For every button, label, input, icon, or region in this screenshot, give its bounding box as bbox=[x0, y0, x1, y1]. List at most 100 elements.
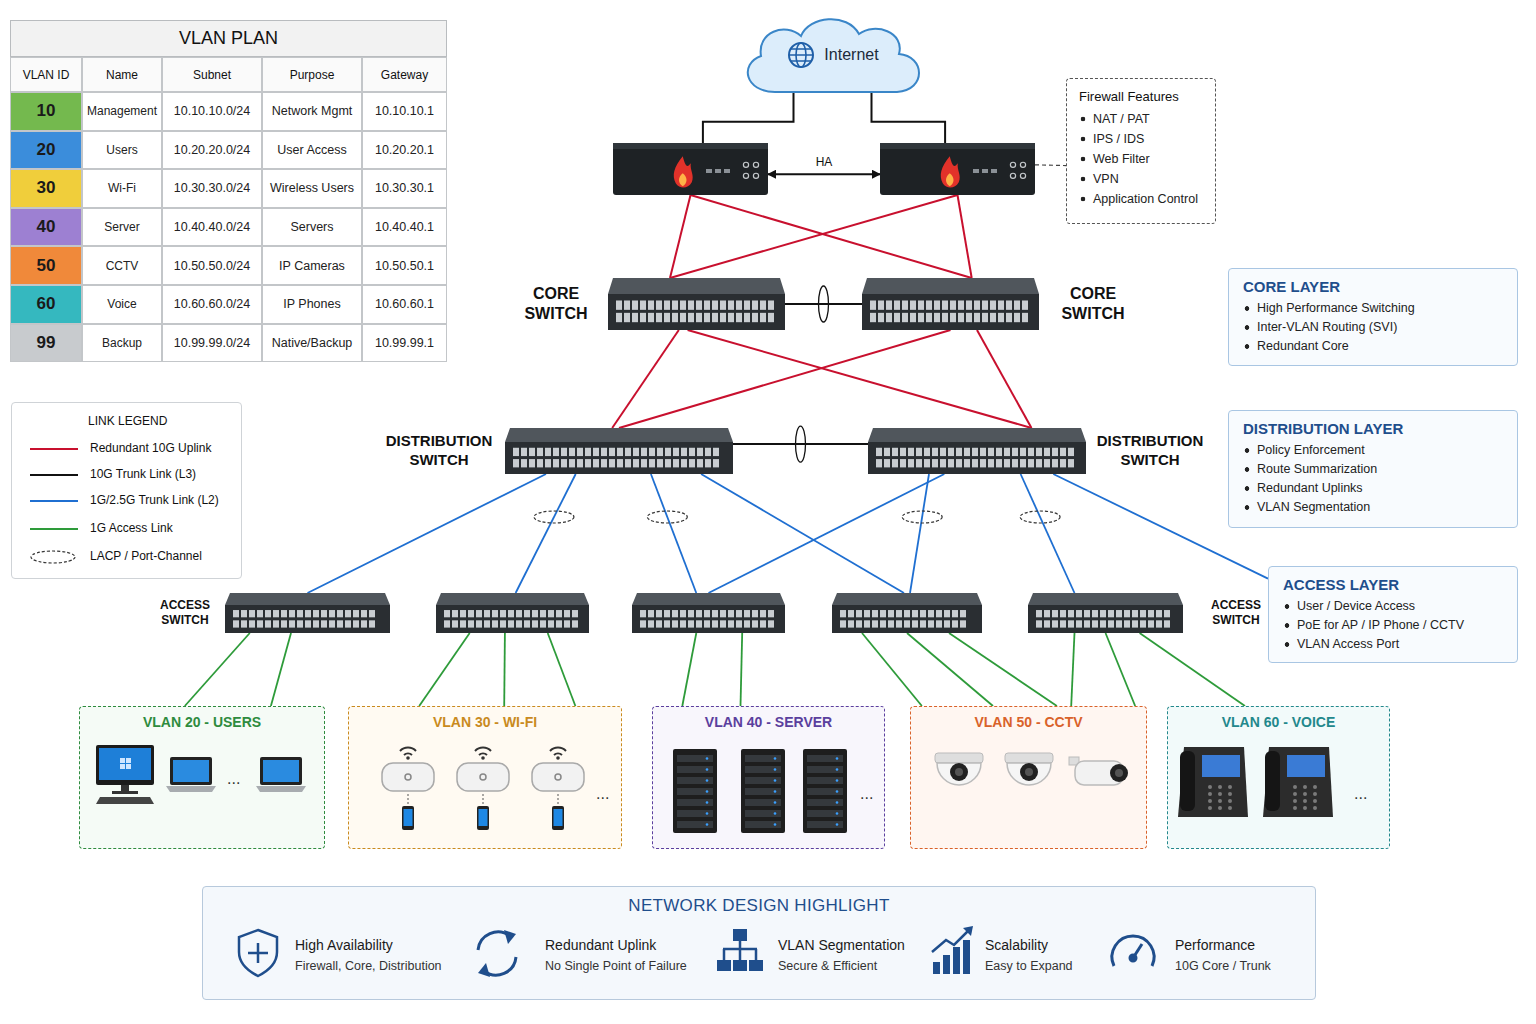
server-bay bbox=[677, 799, 713, 806]
layer-item: High Performance Switching bbox=[1243, 299, 1505, 318]
phone-key bbox=[1208, 806, 1212, 810]
firewall-led bbox=[1010, 173, 1015, 178]
switch-port bbox=[696, 620, 702, 627]
firewall-body bbox=[880, 143, 1035, 195]
switch-port bbox=[625, 448, 631, 456]
switch-port bbox=[345, 610, 351, 617]
flame-outer bbox=[674, 156, 693, 187]
switch-port bbox=[257, 620, 263, 627]
server-led bbox=[836, 768, 839, 771]
firewall-flame bbox=[941, 156, 960, 187]
table-cell: IP Phones bbox=[262, 285, 362, 324]
connector bbox=[1021, 474, 1075, 593]
switch-port bbox=[524, 610, 530, 617]
switch-port bbox=[928, 610, 934, 617]
switch-port bbox=[988, 459, 994, 467]
switch-port bbox=[540, 610, 546, 617]
firewall-led bbox=[753, 162, 758, 167]
connector bbox=[688, 330, 1032, 428]
switch-port bbox=[876, 448, 882, 456]
switch-port bbox=[752, 620, 758, 627]
phone-key bbox=[1208, 785, 1212, 789]
lacp-mark bbox=[796, 426, 806, 462]
chart-trend bbox=[932, 931, 968, 952]
table-cell: VLAN ID bbox=[10, 57, 82, 92]
switch-port bbox=[872, 620, 878, 627]
switch-port bbox=[704, 313, 710, 322]
highlight-panel: NETWORK DESIGN HIGHLIGHT bbox=[202, 886, 1316, 1000]
table-cell: Gateway bbox=[362, 57, 447, 92]
connector bbox=[185, 633, 250, 706]
firewall-case bbox=[880, 143, 1035, 195]
switch-port bbox=[545, 448, 551, 456]
switch-port bbox=[569, 448, 575, 456]
connector bbox=[548, 633, 576, 706]
switch-port bbox=[1140, 610, 1146, 617]
switch-port bbox=[532, 610, 538, 617]
table-cell: 10.50.50.1 bbox=[362, 246, 447, 285]
cloud-content: Internet bbox=[735, 40, 930, 70]
switch-port bbox=[672, 620, 678, 627]
table-cell: Backup bbox=[82, 324, 162, 363]
switch-front bbox=[868, 442, 1086, 474]
switch-port bbox=[880, 610, 886, 617]
access-point bbox=[457, 748, 509, 830]
switch-label: CORE SWITCH bbox=[1053, 284, 1133, 324]
wifi-wave bbox=[479, 753, 487, 755]
phone-key bbox=[1303, 806, 1307, 810]
switch-port bbox=[664, 300, 670, 309]
switch-port bbox=[704, 620, 710, 627]
switch-port bbox=[988, 448, 994, 456]
switch-port bbox=[1116, 620, 1122, 627]
camera-mount bbox=[1005, 753, 1053, 763]
switch-port bbox=[601, 459, 607, 467]
switch-port bbox=[680, 313, 686, 322]
monitor bbox=[96, 745, 154, 785]
switch-port bbox=[673, 448, 679, 456]
table-cell: CCTV bbox=[82, 246, 162, 285]
table-cell: Native/Backup bbox=[262, 324, 362, 363]
switch-port bbox=[720, 313, 726, 322]
switch-port bbox=[958, 313, 964, 322]
switch-port bbox=[553, 459, 559, 467]
table-cell: Users bbox=[82, 131, 162, 170]
switch-port bbox=[1022, 300, 1028, 309]
switch-port bbox=[982, 300, 988, 309]
switch-port bbox=[894, 313, 900, 322]
phone-body bbox=[552, 806, 564, 830]
table-text: 30 bbox=[37, 178, 56, 198]
phone-base bbox=[1178, 747, 1248, 817]
switch-port bbox=[1004, 459, 1010, 467]
switch-port bbox=[728, 300, 734, 309]
switch-port bbox=[940, 459, 946, 467]
switch-port bbox=[1052, 448, 1058, 456]
switch-port bbox=[305, 610, 311, 617]
switch-port bbox=[900, 448, 906, 456]
laptop-base bbox=[166, 786, 216, 792]
switch-port bbox=[233, 610, 239, 617]
switch-port bbox=[1036, 459, 1042, 467]
server-bay bbox=[677, 788, 713, 795]
table-text: IP Phones bbox=[283, 297, 340, 311]
server-case bbox=[741, 749, 785, 833]
switch-port bbox=[281, 620, 287, 627]
table-text: IP Cameras bbox=[279, 259, 345, 273]
switch-front bbox=[505, 442, 733, 474]
server-bay bbox=[745, 777, 781, 784]
server-led bbox=[836, 757, 839, 760]
switch-port bbox=[460, 620, 466, 627]
switch-port bbox=[688, 300, 694, 309]
connector bbox=[516, 474, 576, 593]
firewall-slot bbox=[982, 169, 988, 173]
connector bbox=[419, 633, 470, 706]
wifi-dot bbox=[481, 756, 485, 760]
switch-port bbox=[297, 620, 303, 627]
switch-port bbox=[625, 459, 631, 467]
table-cell: 10.20.20.1 bbox=[362, 131, 447, 170]
switch-port bbox=[952, 610, 958, 617]
switch-port bbox=[673, 459, 679, 467]
phone-key bbox=[1293, 785, 1297, 789]
flame-inner bbox=[946, 173, 954, 186]
switch-port bbox=[720, 610, 726, 617]
switch-port bbox=[329, 610, 335, 617]
